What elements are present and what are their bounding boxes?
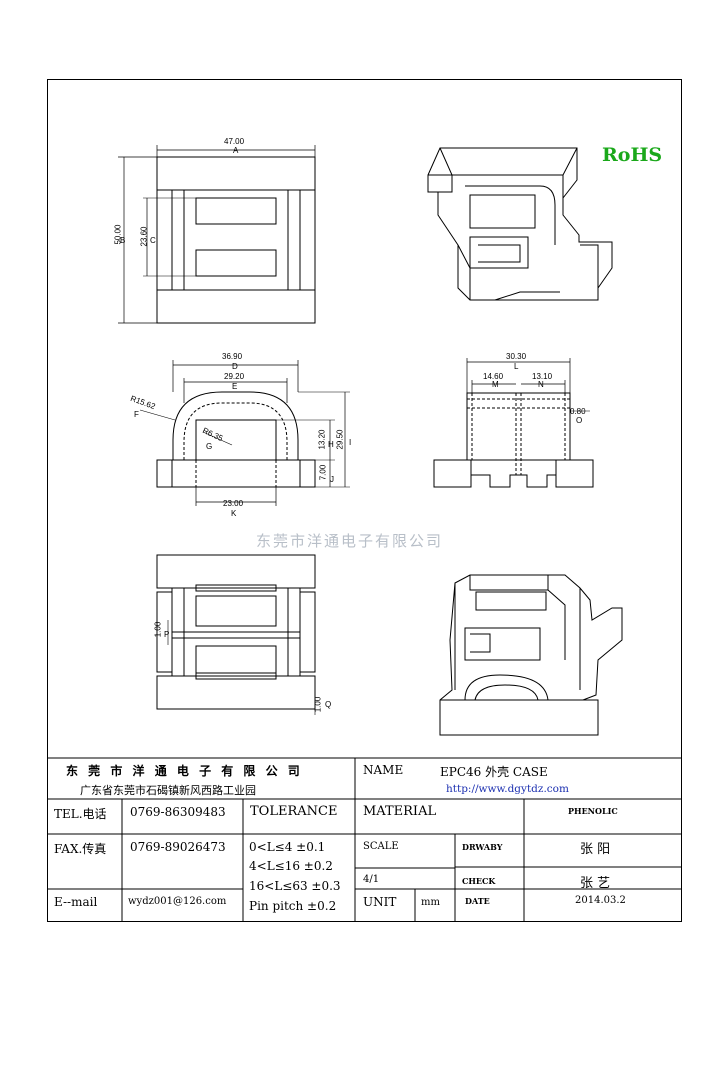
dim-ref-c: C [150,236,156,245]
tolerance-line-1: 0<L≤4 ±0.1 [249,840,326,854]
name-label: NAME [363,763,404,777]
dim-front-inner: 29.20 [224,372,245,381]
dim-bottom-b: 1.00 [313,696,323,713]
isometric-view-bottom [439,574,623,736]
isometric-view-top [427,147,613,301]
drawby-label: DRWABY [462,842,503,852]
dim-ref-b: B [120,236,126,245]
drawing-sheet-border [47,79,682,922]
dim-bottom-a: 1.00 [153,621,163,638]
dim-side-a: 14.60 [483,372,504,381]
dim-top-inner: 23.60 [139,226,149,247]
tel-label: TEL.电话 [54,807,107,821]
dim-ref-d: D [232,362,238,371]
dim-ref-o: O [576,416,583,425]
tolerance-line-3: 16<L≤63 ±0.3 [249,879,341,893]
date-value: 2014.03.2 [575,895,626,906]
dim-ref-j: J [330,475,334,484]
dim-front-bottom: 23.00 [223,499,244,508]
dim-ref-g: G [206,442,213,451]
company-name: 东 莞 市 洋 通 电 子 有 限 公 司 [66,764,303,778]
check-label: CHECK [462,876,496,886]
part-name: EPC46 外壳 CASE [440,765,548,779]
dim-ref-a: A [233,146,239,155]
tolerance-label: TOLERANCE [250,804,338,819]
dim-front-h3: 7.00 [318,464,328,481]
material-value: PHENOLIC [568,806,618,816]
dim-front-h1: 13.20 [317,429,327,450]
top-view [118,145,316,324]
dim-ref-h: H [328,440,334,449]
bottom-view [156,554,316,715]
front-view [139,360,350,506]
tel-value: 0769-86309483 [130,805,226,819]
scale-label: SCALE [363,841,399,852]
dim-ref-q: Q [325,700,332,709]
tolerance-line-4: Pin pitch ±0.2 [249,899,337,913]
dim-front-h2: 29.50 [335,429,345,450]
fax-value: 0769-89026473 [130,840,226,854]
check-value: 张 艺 [580,876,611,891]
dim-ref-l: L [514,362,519,371]
unit-value: mm [421,897,440,908]
date-label: DATE [465,896,490,906]
material-label: MATERIAL [363,804,437,819]
dim-ref-e: E [232,382,238,391]
dim-ref-n: N [538,380,544,389]
dim-side-width: 30.30 [506,352,527,361]
title-block-grid [47,757,682,922]
tolerance-line-2: 4<L≤16 ±0.2 [249,859,333,873]
company-watermark: 东莞市洋通电子有限公司 [256,532,444,550]
dim-side-t: 0.80 [570,407,586,416]
rohs-mark: RoHS [602,144,663,166]
dim-ref-f: F [134,410,139,419]
company-address: 广东省东莞市石碣镇新风西路工业园 [80,784,256,797]
dim-side-b: 13.10 [532,372,553,381]
dim-ref-k: K [231,509,237,518]
email-value[interactable]: wydz001@126.com [128,896,227,907]
dim-top-width: 47.00 [224,137,245,146]
drawby-value: 张 阳 [580,842,611,857]
website-link[interactable]: http://www.dgytdz.com [446,783,569,795]
unit-label: UNIT [363,895,397,909]
dim-ref-m: M [492,380,499,389]
email-label: E--mail [54,895,98,909]
fax-label: FAX.传真 [54,842,107,856]
side-view [433,358,594,488]
dim-ref-i: I [349,438,352,447]
dim-front-width: 36.90 [222,352,243,361]
scale-value: 4/1 [363,874,380,885]
dim-ref-p: P [164,630,170,639]
